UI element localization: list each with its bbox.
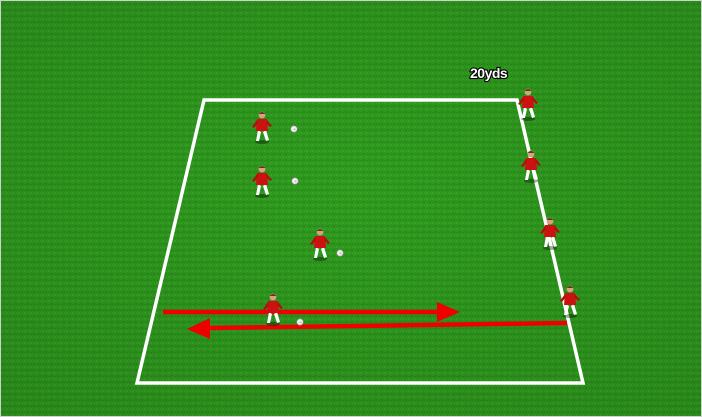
image-frame [0, 0, 702, 417]
drill-diagram: 20yds [0, 0, 702, 417]
